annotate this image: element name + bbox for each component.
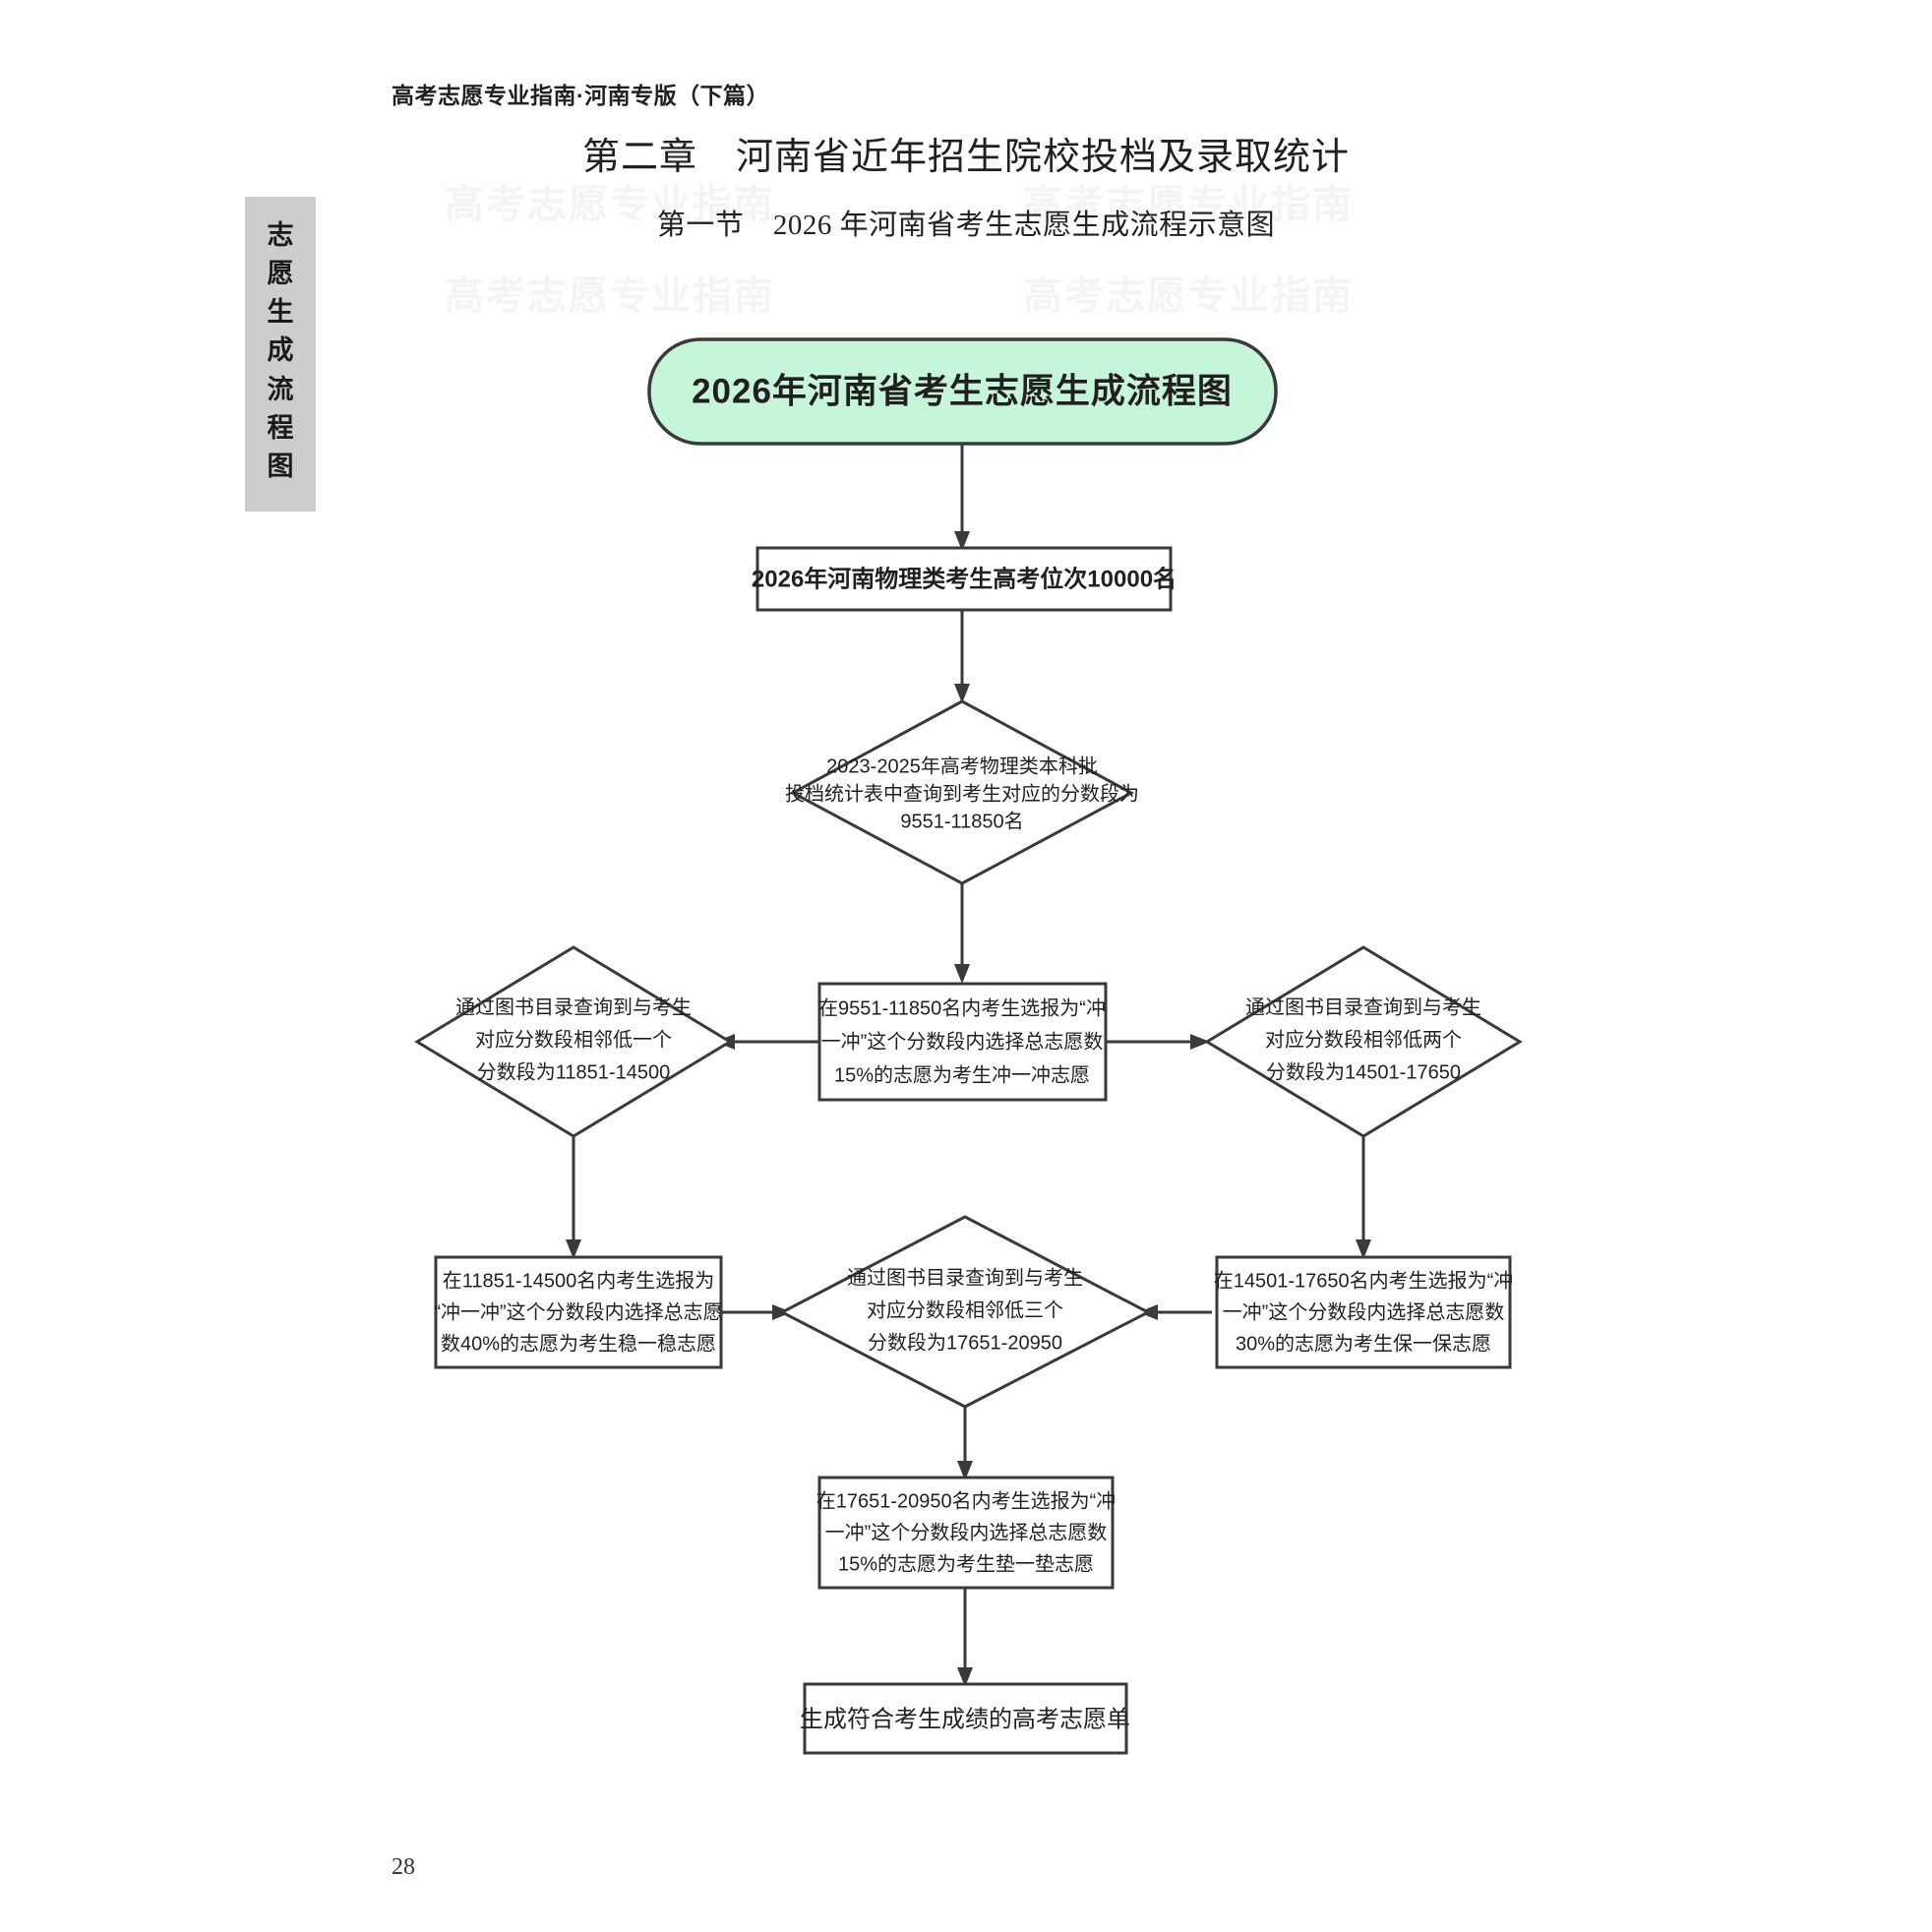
- watermark: 高考志愿专业指南: [1023, 183, 1354, 226]
- title-pill-shape: [647, 337, 1278, 446]
- lookup-low2-shape: [1204, 945, 1523, 1138]
- lookup-base-line-1: 2023-2025年高考物理类本科批: [826, 755, 1098, 777]
- wen-line-2: “冲一冲”这个分数段内选择总志愿: [434, 1300, 722, 1323]
- side-thumb-tab: 志 愿 生 成 流 程 图: [245, 197, 316, 512]
- section-title: 第一节 2026 年河南省考生志愿生成流程示意图: [656, 210, 1276, 241]
- arrowhead: [957, 1667, 973, 1687]
- node-chong: 在9551-11850名内考生选报为“冲 一冲”这个分数段内选择总志愿数 15%…: [817, 982, 1108, 1102]
- lookup-low3-shape: [778, 1215, 1152, 1409]
- side-tab-char: 图: [267, 451, 294, 481]
- chong-line-1: 在9551-11850名内考生选报为“冲: [818, 996, 1106, 1019]
- chong-line-2: 一冲”这个分数段内选择总志愿数: [821, 1030, 1104, 1053]
- lookup-low3-line-1: 通过图书目录查询到与考生: [847, 1266, 1083, 1289]
- node-title: 2026年河南省考生志愿生成流程图: [647, 337, 1278, 446]
- node-rank: 2026年河南物理类考生高考位次10000名: [752, 546, 1177, 612]
- chong-box-shape: [817, 982, 1108, 1102]
- lookup-base-line-2: 投档统计表中查询到考生对应的分数段为: [785, 782, 1139, 805]
- bao-line-3: 30%的志愿为考生保一保志愿: [1236, 1332, 1491, 1355]
- watermark: 高考志愿专业指南: [1023, 274, 1354, 318]
- side-tab-char: 程: [267, 412, 294, 443]
- arrowhead: [954, 964, 970, 984]
- rank-box-label: 2026年河南物理类考生高考位次10000名: [752, 565, 1177, 592]
- bao-box-shape: [1215, 1255, 1512, 1369]
- node-wen: 在11851-14500名内考生选报为 “冲一冲”这个分数段内选择总志愿 数40…: [434, 1255, 723, 1369]
- node-dian: 在17651-20950名内考生选报为“冲 一冲”这个分数段内选择总志愿数 15…: [816, 1476, 1117, 1590]
- dian-line-2: 一冲”这个分数段内选择总志愿数: [825, 1521, 1108, 1543]
- lookup-low2-line-2: 对应分数段相邻低两个: [1265, 1028, 1462, 1051]
- lookup-low1-shape: [414, 945, 733, 1138]
- title-pill-label: 2026年河南省考生志愿生成流程图: [692, 372, 1233, 410]
- wen-line-3: 数40%的志愿为考生稳一稳志愿: [441, 1332, 716, 1355]
- side-tab-char: 志: [267, 220, 294, 250]
- lookup-low1-line-1: 通过图书目录查询到与考生: [455, 996, 692, 1018]
- arrowhead: [566, 1239, 581, 1259]
- node-bao: 在14501-17650名内考生选报为“冲 一冲”这个分数段内选择总志愿数 30…: [1214, 1255, 1514, 1369]
- lookup-low2-line-3: 分数段为14501-17650: [1266, 1060, 1461, 1083]
- dian-line-1: 在17651-20950名内考生选报为“冲: [816, 1489, 1117, 1512]
- lookup-low1-line-3: 分数段为11851-14500: [477, 1060, 670, 1083]
- side-tab-char: 成: [267, 335, 294, 366]
- arrowhead: [1356, 1239, 1371, 1259]
- node-lookup-low1: 通过图书目录查询到与考生 对应分数段相邻低一个 分数段为11851-14500: [414, 945, 733, 1138]
- arrowhead: [954, 684, 970, 703]
- bao-line-1: 在14501-17650名内考生选报为“冲: [1214, 1269, 1514, 1292]
- result-label: 生成符合考生成绩的高考志愿单: [800, 1706, 1130, 1732]
- node-lookup-base: 2023-2025年高考物理类本科批 投档统计表中查询到考生对应的分数段为 95…: [785, 699, 1139, 885]
- running-head: 高考志愿专业指南·河南专版（下篇）: [392, 83, 770, 108]
- arrowhead: [954, 531, 970, 551]
- side-tab-char: 生: [267, 297, 294, 328]
- rank-box-shape: [755, 546, 1173, 612]
- page-number: 28: [392, 1854, 415, 1880]
- node-lookup-low3: 通过图书目录查询到与考生 对应分数段相邻低三个 分数段为17651-20950: [778, 1215, 1152, 1409]
- wen-line-1: 在11851-14500名内考生选报为: [443, 1269, 714, 1292]
- lookup-base-line-3: 9551-11850名: [900, 810, 1023, 832]
- result-box-shape: [803, 1682, 1128, 1755]
- watermark: 高考志愿专业指南: [445, 274, 775, 318]
- dian-line-3: 15%的志愿为考生垫一垫志愿: [838, 1552, 1094, 1575]
- lookup-base-shape: [789, 699, 1135, 885]
- bao-line-2: 一冲”这个分数段内选择总志愿数: [1223, 1300, 1505, 1323]
- side-tab-char: 流: [267, 374, 294, 404]
- node-lookup-low2: 通过图书目录查询到与考生 对应分数段相邻低两个 分数段为14501-17650: [1204, 945, 1523, 1138]
- chong-line-3: 15%的志愿为考生冲一冲志愿: [834, 1063, 1090, 1086]
- lookup-low3-line-3: 分数段为17651-20950: [868, 1331, 1062, 1354]
- lookup-low3-line-2: 对应分数段相邻低三个: [867, 1298, 1063, 1321]
- arrowhead: [957, 1461, 973, 1480]
- wen-box-shape: [434, 1255, 723, 1369]
- side-tab-char: 愿: [267, 259, 294, 289]
- dian-box-shape: [817, 1476, 1115, 1590]
- watermark: 高考志愿专业指南: [445, 183, 775, 226]
- arrowhead: [1190, 1034, 1210, 1050]
- chapter-title: 第二章 河南省近年招生院校投档及录取统计: [581, 137, 1350, 178]
- lookup-low1-line-2: 对应分数段相邻低一个: [475, 1028, 672, 1051]
- node-result: 生成符合考生成绩的高考志愿单: [800, 1682, 1130, 1755]
- lookup-low2-line-1: 通过图书目录查询到与考生: [1245, 996, 1481, 1018]
